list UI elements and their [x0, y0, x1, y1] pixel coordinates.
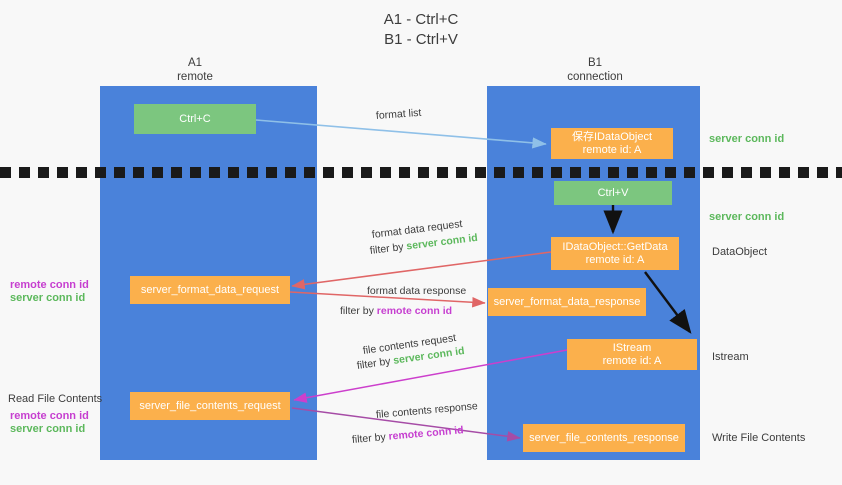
column-header-a1-role: remote — [177, 71, 213, 83]
box-server-format-data-response[interactable]: server_format_data_response — [488, 288, 646, 316]
box-server-format-data-request[interactable]: server_format_data_request — [130, 276, 290, 304]
left-note-server-conn-id-1: server conn id — [10, 292, 86, 304]
edge-label-format-data-response-filter: filter by remote conn id — [340, 305, 452, 318]
edge-label-format-data-response-filter-value: remote conn id — [376, 305, 453, 317]
box-ctrl-v[interactable]: Ctrl+V — [554, 181, 672, 205]
box-idataobject-getdata-line2: remote id: A — [585, 253, 645, 266]
edge-label-file-contents-request-filter-prefix: filter by — [356, 354, 395, 372]
right-note-istream: Istream — [712, 351, 749, 363]
right-note-server-conn-id-1: server conn id — [709, 133, 785, 145]
box-idataobject-getdata[interactable]: IDataObject::GetData remote id: A — [551, 237, 679, 270]
left-note-remote-conn-id-1: remote conn id — [10, 279, 89, 291]
left-note-remote-conn-id-2: remote conn id — [10, 410, 89, 422]
box-server-file-contents-response[interactable]: server_file_contents_response — [523, 424, 685, 452]
edge-label-format-data-request-filter-prefix: filter by — [369, 240, 408, 257]
box-server-file-contents-request-label: server_file_contents_request — [139, 399, 281, 412]
box-idataobject-getdata-line1: IDataObject::GetData — [562, 240, 668, 253]
edge-label-file-contents-response: file contents response — [375, 400, 478, 422]
column-header-b1-name: B1 — [587, 57, 603, 69]
box-server-format-data-request-label: server_format_data_request — [140, 283, 280, 296]
column-header-b1: B1 connection — [540, 56, 650, 84]
edge-label-format-data-response-text: format data response — [367, 285, 467, 297]
box-ctrl-c[interactable]: Ctrl+C — [134, 104, 256, 134]
column-header-a1: A1 remote — [140, 56, 250, 84]
box-ctrl-c-label: Ctrl+C — [179, 112, 211, 125]
edge-label-file-contents-response-filter: filter by remote conn id — [351, 424, 464, 447]
column-header-b1-role: connection — [567, 71, 623, 83]
box-save-idataobject-line1: 保存IDataObject — [571, 130, 653, 143]
edge-label-file-contents-response-filter-value: remote conn id — [388, 424, 465, 443]
box-save-idataobject-line2: remote id: A — [582, 143, 642, 156]
right-note-write-file-contents: Write File Contents — [712, 432, 806, 444]
edge-label-file-contents-response-filter-prefix: filter by — [351, 430, 390, 446]
edge-label-file-contents-response-text: file contents response — [375, 400, 479, 421]
edge-label-format-list: format list — [376, 107, 422, 123]
right-note-server-conn-id-2: server conn id — [709, 211, 785, 223]
edge-label-format-data-response: format data response — [367, 285, 466, 298]
box-server-file-contents-response-label: server_file_contents_response — [529, 431, 679, 444]
edge-label-format-list-text: format list — [375, 106, 422, 122]
title-line-2: B1 - Ctrl+V — [384, 31, 458, 48]
box-ctrl-v-label: Ctrl+V — [597, 186, 629, 199]
right-note-dataobject: DataObject — [712, 246, 768, 258]
left-note-read-file-contents: Read File Contents — [8, 393, 103, 405]
box-save-idataobject[interactable]: 保存IDataObject remote id: A — [551, 128, 673, 159]
box-server-file-contents-request[interactable]: server_file_contents_request — [130, 392, 290, 420]
left-note-server-conn-id-2: server conn id — [10, 423, 86, 435]
box-istream-line2: remote id: A — [602, 354, 662, 367]
box-istream-line1: IStream — [612, 341, 652, 354]
box-server-format-data-response-label: server_format_data_response — [493, 295, 641, 308]
column-header-a1-name: A1 — [187, 57, 203, 69]
page-title: A1 - Ctrl+C B1 - Ctrl+V — [0, 10, 842, 50]
edge-label-format-data-response-filter-prefix: filter by — [340, 305, 377, 317]
phase-divider — [0, 167, 842, 178]
box-istream[interactable]: IStream remote id: A — [567, 339, 697, 370]
title-line-1: A1 - Ctrl+C — [383, 11, 459, 28]
